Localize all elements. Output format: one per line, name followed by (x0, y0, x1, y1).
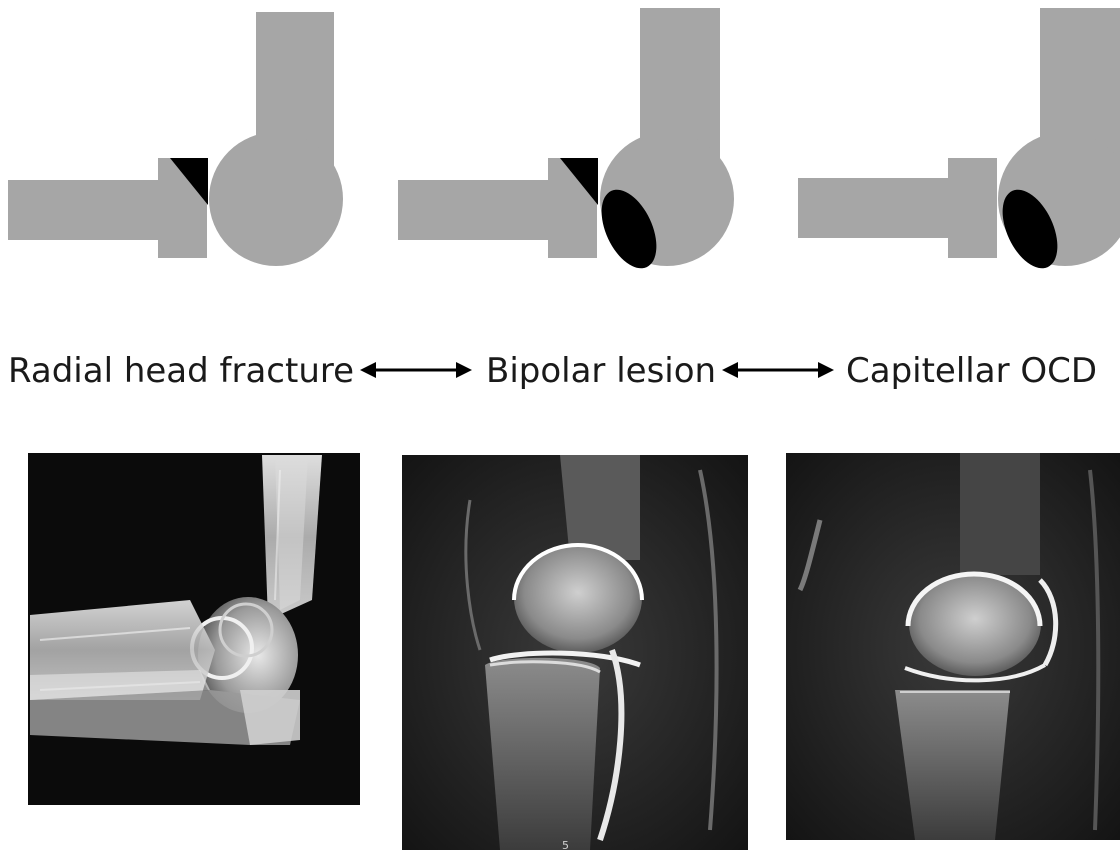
label-bipolar-lesion: Bipolar lesion (486, 351, 716, 391)
double-arrow-right (722, 362, 834, 378)
mri-corner-mark: 5 (562, 839, 569, 852)
schematic-radial-head-fracture (8, 12, 343, 266)
mri-panel-bipolar: 5 (402, 455, 748, 852)
schematic-bipolar-lesion (398, 8, 734, 277)
capitellum (209, 132, 343, 266)
radius-shaft (8, 180, 160, 240)
radius-shaft (798, 178, 950, 238)
xray-panel (28, 453, 360, 805)
schematic-capitellar-ocd (798, 8, 1120, 277)
radius-shaft (398, 180, 550, 240)
double-arrow-left (360, 362, 472, 378)
label-capitellar-ocd: Capitellar OCD (846, 351, 1097, 391)
mri-panel-ocd (786, 453, 1120, 840)
label-radial-head-fracture: Radial head fracture (8, 351, 354, 391)
label-row: Radial head fracture Bipolar lesion Capi… (8, 351, 1097, 391)
radial-head (948, 158, 997, 258)
